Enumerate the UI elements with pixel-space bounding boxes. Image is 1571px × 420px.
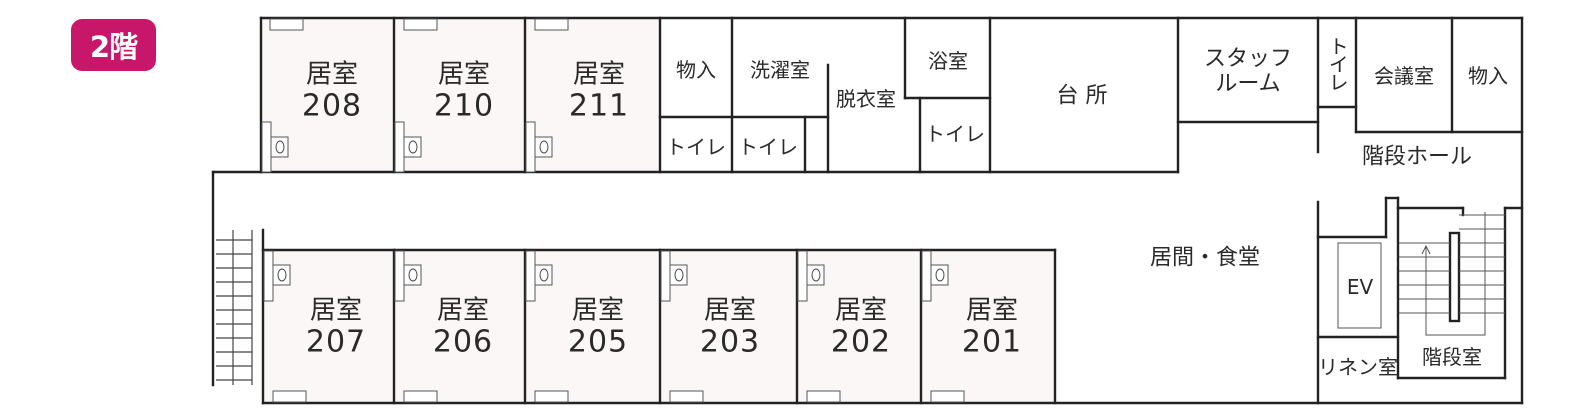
staff-room-line1: スタッフ (1203, 46, 1293, 72)
room-205[interactable]: 居室 205 (567, 295, 629, 360)
room-name: 居室 (309, 295, 363, 326)
staff-room[interactable]: スタッフ ルーム (1204, 47, 1292, 96)
bathroom[interactable]: 浴室 (928, 48, 968, 73)
room-number: 202 (830, 324, 892, 360)
elevator[interactable]: EV (1346, 274, 1374, 299)
room-number: 211 (568, 88, 630, 124)
room-number: 201 (961, 324, 1023, 360)
room-name: 居室 (305, 59, 359, 90)
storage-room-2[interactable]: 物入 (1468, 63, 1508, 88)
room-206[interactable]: 居室 206 (432, 295, 494, 360)
staff-room-line2: ルーム (1215, 71, 1281, 96)
room-name: 居室 (572, 59, 626, 90)
kitchen[interactable]: 台 所 (1056, 83, 1108, 109)
room-name: 居室 (437, 59, 491, 90)
stair-hall[interactable]: 階段ホール (1361, 144, 1473, 170)
linen-room[interactable]: リネン室 (1318, 354, 1398, 379)
toilet-2[interactable]: トイレ (738, 134, 798, 159)
toilet-1[interactable]: トイレ (666, 134, 726, 159)
storage-room-1[interactable]: 物入 (676, 57, 716, 82)
room-211[interactable]: 居室 211 (568, 59, 630, 124)
laundry-room[interactable]: 洗濯室 (750, 57, 810, 82)
room-name: 居室 (965, 295, 1019, 326)
room-207[interactable]: 居室 207 (305, 295, 367, 360)
toilet-3[interactable]: トイレ (925, 121, 985, 146)
dressing-room[interactable]: 脱衣室 (836, 86, 896, 111)
room-203[interactable]: 居室 203 (699, 295, 761, 360)
meeting-room[interactable]: 会議室 (1374, 63, 1434, 88)
room-210[interactable]: 居室 210 (433, 59, 495, 124)
stairwell[interactable]: 階段室 (1422, 344, 1482, 369)
living-dining-room[interactable]: 居間・食堂 (1149, 245, 1261, 271)
room-number: 210 (433, 88, 495, 124)
room-number: 208 (301, 88, 363, 124)
room-number: 207 (305, 324, 367, 360)
room-name: 居室 (703, 295, 757, 326)
room-name: 居室 (571, 295, 625, 326)
room-202[interactable]: 居室 202 (830, 295, 892, 360)
room-number: 206 (432, 324, 494, 360)
room-name: 居室 (834, 295, 888, 326)
room-208[interactable]: 居室 208 (301, 59, 363, 124)
room-number: 205 (567, 324, 629, 360)
floor-badge: 2階 (71, 19, 156, 71)
room-number: 203 (699, 324, 761, 360)
room-201[interactable]: 居室 201 (961, 295, 1023, 360)
room-name: 居室 (436, 295, 490, 326)
toilet-4[interactable]: トイレ (1325, 36, 1350, 90)
